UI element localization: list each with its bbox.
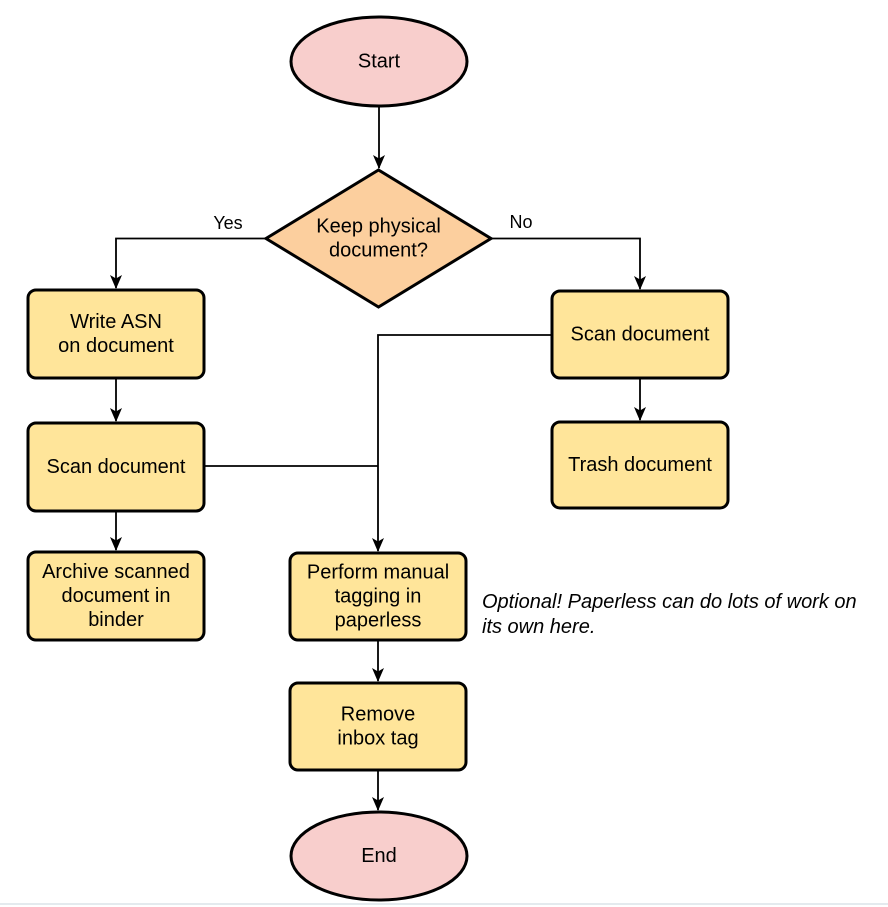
ellipse-shape bbox=[289, 15, 469, 108]
rect-shape bbox=[550, 289, 730, 380]
node-label-scan-document-right: Scan document bbox=[571, 324, 710, 346]
node-trash-document: Trash document bbox=[550, 420, 730, 510]
node-label-trash-document: Trash document bbox=[568, 454, 712, 476]
edge-scan-right-to-tagging bbox=[372, 334, 552, 552]
node-label-end: End bbox=[361, 845, 397, 867]
diamond-shape bbox=[263, 168, 494, 309]
node-start: Start bbox=[289, 15, 469, 108]
node-scan-document-left: Scan document bbox=[26, 421, 206, 513]
annotation-optional-note: Optional! Paperless can do lots of work … bbox=[482, 591, 857, 638]
edge-decision-no-to-scan-right bbox=[491, 237, 646, 290]
rect-shape bbox=[26, 288, 206, 380]
edge-label-decision-no-to-scan-right: No bbox=[509, 212, 532, 232]
edge-label-decision-yes-to-write-asn: Yes bbox=[213, 213, 242, 233]
rect-shape bbox=[550, 420, 730, 510]
rect-shape bbox=[26, 550, 206, 642]
node-label-scan-document-left: Scan document bbox=[47, 456, 186, 478]
node-scan-document-right: Scan document bbox=[550, 289, 730, 380]
ellipse-shape bbox=[289, 810, 469, 902]
rect-shape bbox=[288, 681, 468, 772]
node-end: End bbox=[289, 810, 469, 902]
edge-decision-yes-to-write-asn bbox=[110, 237, 266, 289]
rect-shape bbox=[26, 421, 206, 513]
node-label-start: Start bbox=[358, 51, 401, 73]
rect-shape bbox=[288, 551, 468, 642]
